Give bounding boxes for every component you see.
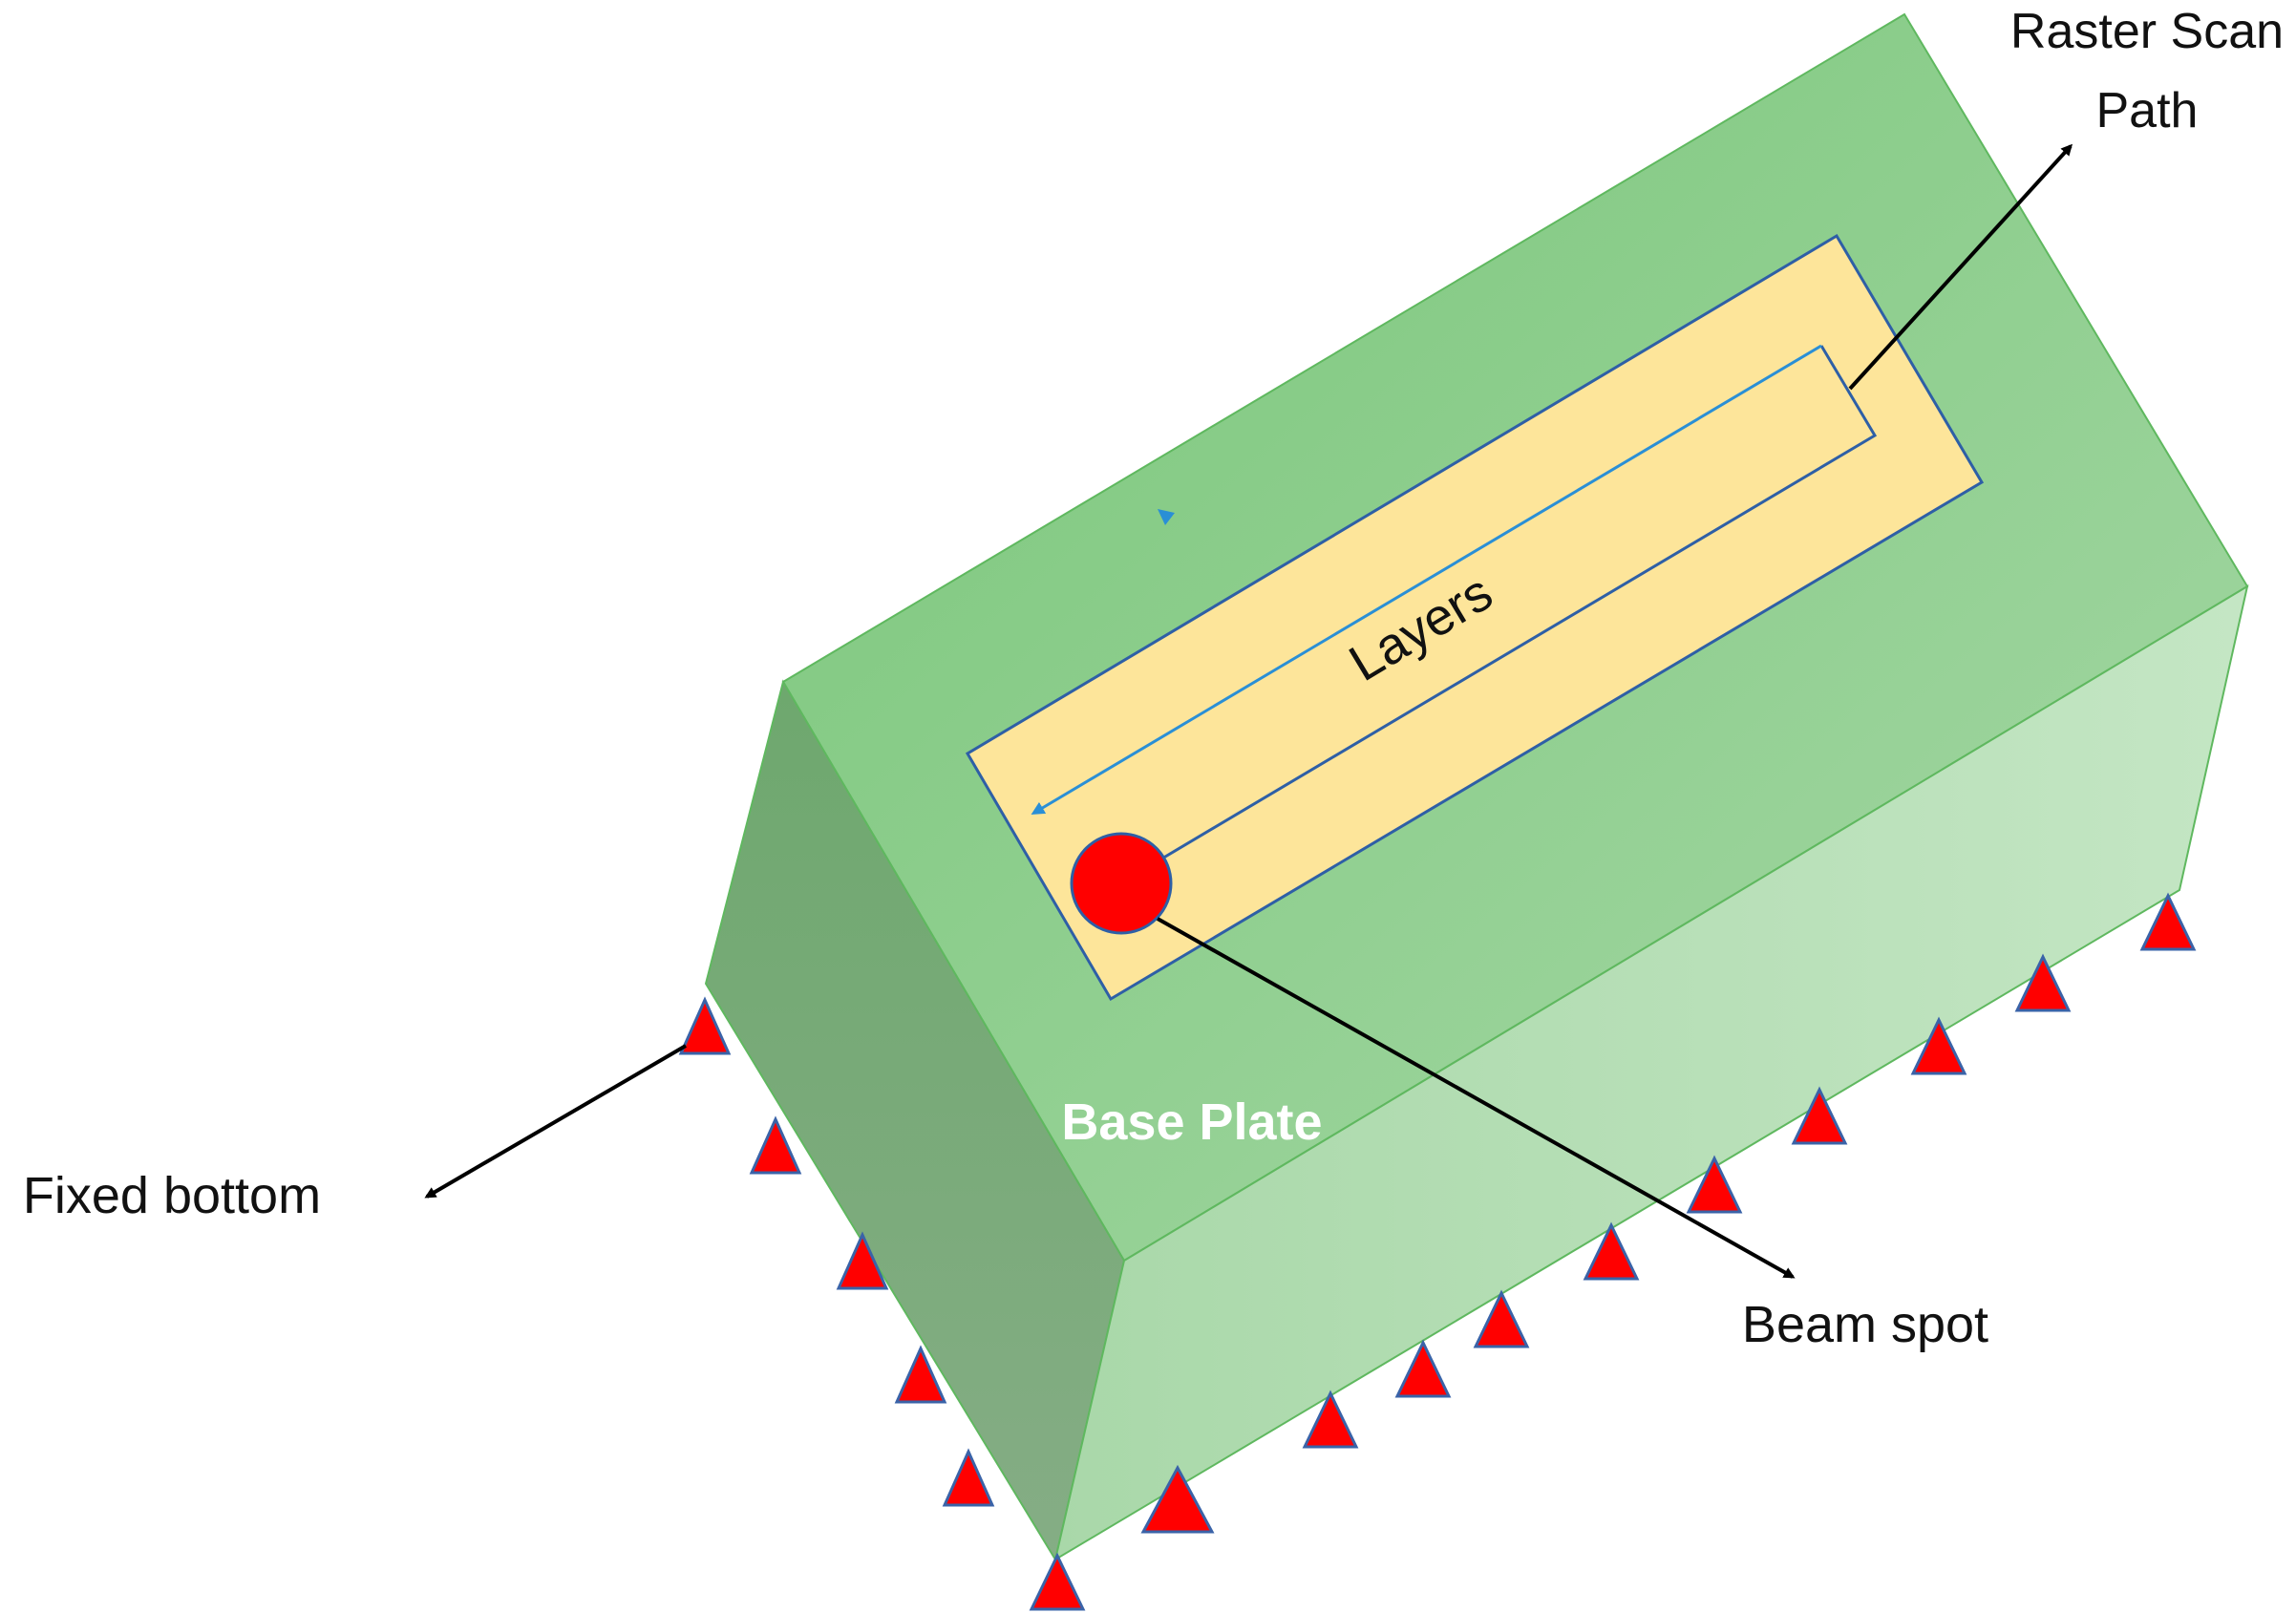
layer-region [965,233,1985,1002]
support-triangle [836,1231,889,1290]
scan-path-line [1031,344,1822,816]
support-triangle [2139,892,2197,951]
fixed-bottom-label: Fixed bottom [23,1167,321,1224]
support-group [678,892,2197,1611]
scan-direction-marker [1158,509,1175,525]
support-triangle [1583,1221,1640,1281]
support-triangle [894,1345,947,1404]
support-triangle [1473,1289,1530,1348]
base-plate-front-face [1053,584,2249,1562]
base-plate-label: Base Plate [1061,1093,1322,1151]
support-triangle [1910,1016,1967,1075]
raster-scan-label-line2: Path [2096,83,2199,138]
support-triangle [942,1448,995,1507]
fixed-bottom-callout-arrow [424,1044,688,1199]
raster-scan-label: Raster Scan [2010,4,2284,59]
support-triangle [1140,1464,1215,1534]
support-triangle [1394,1339,1452,1398]
support-triangle [1686,1155,1743,1214]
support-triangle [678,996,732,1055]
support-triangle [749,1115,802,1175]
beam-spot-label: Beam spot [1742,1296,1988,1353]
raster-scan-callout-arrow [1848,143,2073,391]
beam-spot-callout-arrow [1157,917,1796,1279]
support-triangle [1302,1390,1359,1449]
support-triangle [2014,953,2072,1012]
support-triangle [1029,1552,1086,1611]
support-triangle [1791,1086,1848,1145]
scan-path-return-line [1155,345,1878,864]
beam-spot [1070,832,1173,935]
